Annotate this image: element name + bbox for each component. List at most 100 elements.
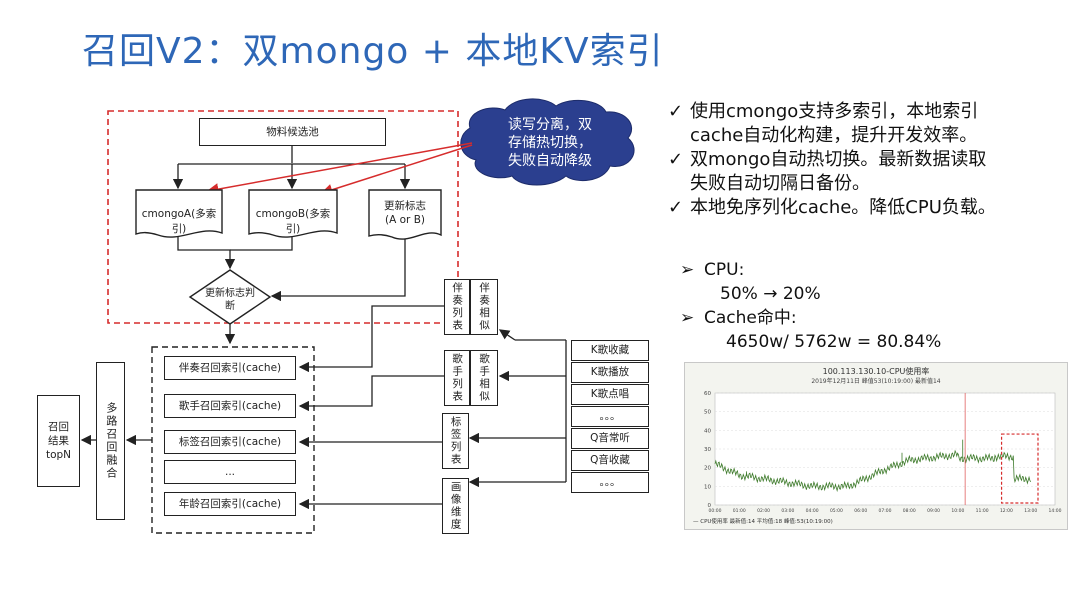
benefit-bullets: ✓ 使用cmongo支持多索引，本地索引 cache自动化构建，提升开发效率。 …	[668, 100, 996, 220]
recall-index-label: ...	[224, 465, 235, 478]
tag-list-label: 标签列表	[449, 416, 462, 466]
result-line-3: topN	[45, 449, 72, 461]
action-label: Q音常听	[590, 432, 630, 445]
cpu-x-tick: 13:00	[1024, 508, 1037, 514]
cpu-y-tick: 60	[704, 391, 711, 397]
cpu-chart-plot: 60 50 40 30 20 10 000:00 01:00 02:00 03:00 04:00 05…	[704, 391, 1062, 514]
recall-index-tag: 标签召回索引(cache)	[164, 430, 296, 454]
cloud-shape	[460, 98, 635, 186]
recall-result-box: 召回 结果 topN	[37, 395, 80, 487]
accompaniment-list-box: 伴奏列表	[444, 279, 470, 335]
cmongo-b-shape	[248, 189, 338, 238]
update-flag-line1: 更新标志	[384, 200, 426, 212]
materials-pool-box: 物料候选池	[199, 118, 386, 146]
cpu-label: CPU:	[704, 260, 745, 280]
cpu-y-tick: 30	[704, 447, 711, 453]
cpu-y-tick: 0	[708, 503, 712, 509]
cpu-x-tick: 09:00	[927, 508, 940, 514]
cache-label: Cache命中:	[704, 308, 797, 328]
action-k-play: K歌播放	[571, 362, 649, 383]
check-icon: ✓	[668, 101, 684, 122]
arrow-bullet-icon: ➢	[680, 308, 695, 328]
cloud-label: 读写分离，双 存储热切换， 失败自动降级	[480, 116, 620, 170]
action-more-2: 。。。	[571, 472, 649, 493]
action-k-collect: K歌收藏	[571, 340, 649, 361]
action-label: 。。。	[599, 476, 621, 489]
cpu-y-tick: 20	[704, 466, 711, 472]
action-label: 。。。	[599, 410, 621, 423]
cpu-y-tick: 10	[704, 484, 711, 490]
cmongo-a-shape	[135, 189, 223, 238]
bullet-item: ✓ 双mongo自动热切换。最新数据读取 失败自动切隔日备份。	[668, 148, 996, 196]
cpu-x-tick: 08:00	[903, 508, 916, 514]
singer-similar-box: 歌手相似	[470, 350, 498, 406]
multi-recall-fusion-box: 多路召回融合	[96, 362, 125, 520]
action-k-request: K歌点唱	[571, 384, 649, 405]
accompaniment-similar-label: 伴奏相似	[478, 282, 491, 332]
action-label: K歌收藏	[590, 344, 630, 357]
action-q-listen: Q音常听	[571, 428, 649, 449]
recall-index-singer: 歌手召回索引(cache)	[164, 394, 296, 418]
cpu-highlight-box	[1000, 433, 1039, 504]
cpu-x-tick: 10:00	[951, 508, 964, 514]
arrow-bullet-icon: ➢	[680, 260, 695, 280]
cmongo-a-label: cmongoA(多索引)	[141, 208, 217, 235]
cloud-line-3: 失败自动降级	[508, 153, 592, 169]
cpu-x-tick: 04:00	[806, 508, 819, 514]
singer-similar-label: 歌手相似	[478, 353, 491, 403]
cpu-x-tick: 01:00	[733, 508, 746, 514]
result-line-2: 结果	[48, 435, 69, 447]
bullet-item: ✓ 使用cmongo支持多索引，本地索引 cache自动化构建，提升开发效率。	[668, 100, 996, 148]
cpu-usage-chart: 100.113.130.10-CPU使用率 2019年12月11日 峰值53(1…	[684, 362, 1068, 530]
bullet-line: 本地免序列化cache。降低CPU负载。	[690, 197, 996, 218]
recall-index-label: 年龄召回索引(cache)	[178, 497, 282, 510]
multi-recall-fusion-label: 多路召回融合	[104, 402, 118, 480]
decision-line1: 更新标志判	[205, 288, 255, 299]
cmongo-b-label: cmongoB(多索引)	[255, 208, 331, 235]
decision-line2: 断	[225, 301, 235, 312]
cpu-x-tick: 03:00	[781, 508, 794, 514]
recall-index-more: ...	[164, 460, 296, 484]
cpu-x-tick: 05:00	[830, 508, 843, 514]
cpu-x-tick: 14:00	[1049, 508, 1062, 514]
update-flag-line2: (A or B)	[385, 214, 425, 226]
cpu-x-tick: 06:00	[854, 508, 867, 514]
stats-block: ➢CPU: 50% → 20% ➢Cache命中: 4650w/ 5762w =…	[680, 258, 941, 354]
cpu-x-tick: 02:00	[757, 508, 770, 514]
profile-dimension-label: 画像维度	[449, 481, 462, 531]
cloud-line-2: 存储热切换，	[508, 135, 592, 151]
bullet-line: cache自动化构建，提升开发效率。	[690, 125, 978, 146]
cpu-x-tick: 12:00	[1000, 508, 1013, 514]
storage-region-border	[107, 110, 459, 324]
bullet-line: 使用cmongo支持多索引，本地索引	[690, 101, 979, 122]
slide-title: 召回V2：双mongo + 本地KV索引	[82, 31, 664, 72]
cpu-y-tick: 40	[704, 428, 711, 434]
profile-dimension-box: 画像维度	[442, 478, 469, 534]
cpu-x-tick: 11:00	[976, 508, 989, 514]
recall-index-label: 歌手召回索引(cache)	[178, 399, 282, 412]
singer-list-box: 歌手列表	[444, 350, 470, 406]
recall-index-label: 伴奏召回索引(cache)	[178, 361, 282, 374]
accompaniment-list-label: 伴奏列表	[451, 282, 464, 332]
recall-index-label: 标签召回索引(cache)	[178, 435, 282, 448]
action-q-collect: Q音收藏	[571, 450, 649, 471]
check-icon: ✓	[668, 149, 684, 170]
bullet-item: ✓ 本地免序列化cache。降低CPU负载。	[668, 196, 996, 220]
action-label: K歌播放	[590, 366, 630, 379]
bullet-line: 失败自动切隔日备份。	[690, 173, 870, 194]
cpu-x-tick: 00:00	[709, 508, 722, 514]
singer-list-label: 歌手列表	[451, 353, 464, 403]
cpu-x-tick: 07:00	[879, 508, 892, 514]
cloud-line-1: 读写分离，双	[508, 117, 592, 133]
accompaniment-similar-box: 伴奏相似	[470, 279, 498, 335]
cpu-chart-subtitle: 2019年12月11日 峰值53(10:19:00) 最新值14	[811, 378, 941, 385]
recall-index-age: 年龄召回索引(cache)	[164, 492, 296, 516]
action-label: Q音收藏	[590, 454, 630, 467]
result-line-1: 召回	[48, 421, 69, 433]
cpu-y-tick: 50	[704, 410, 711, 416]
cpu-series-line	[714, 449, 1032, 493]
cpu-chart-legend: — CPU使用率 最新值:14 平均值:18 峰值:53(10:19:00)	[693, 519, 833, 525]
cpu-value: 50% → 20%	[720, 284, 821, 304]
materials-pool-label: 物料候选池	[266, 125, 319, 138]
